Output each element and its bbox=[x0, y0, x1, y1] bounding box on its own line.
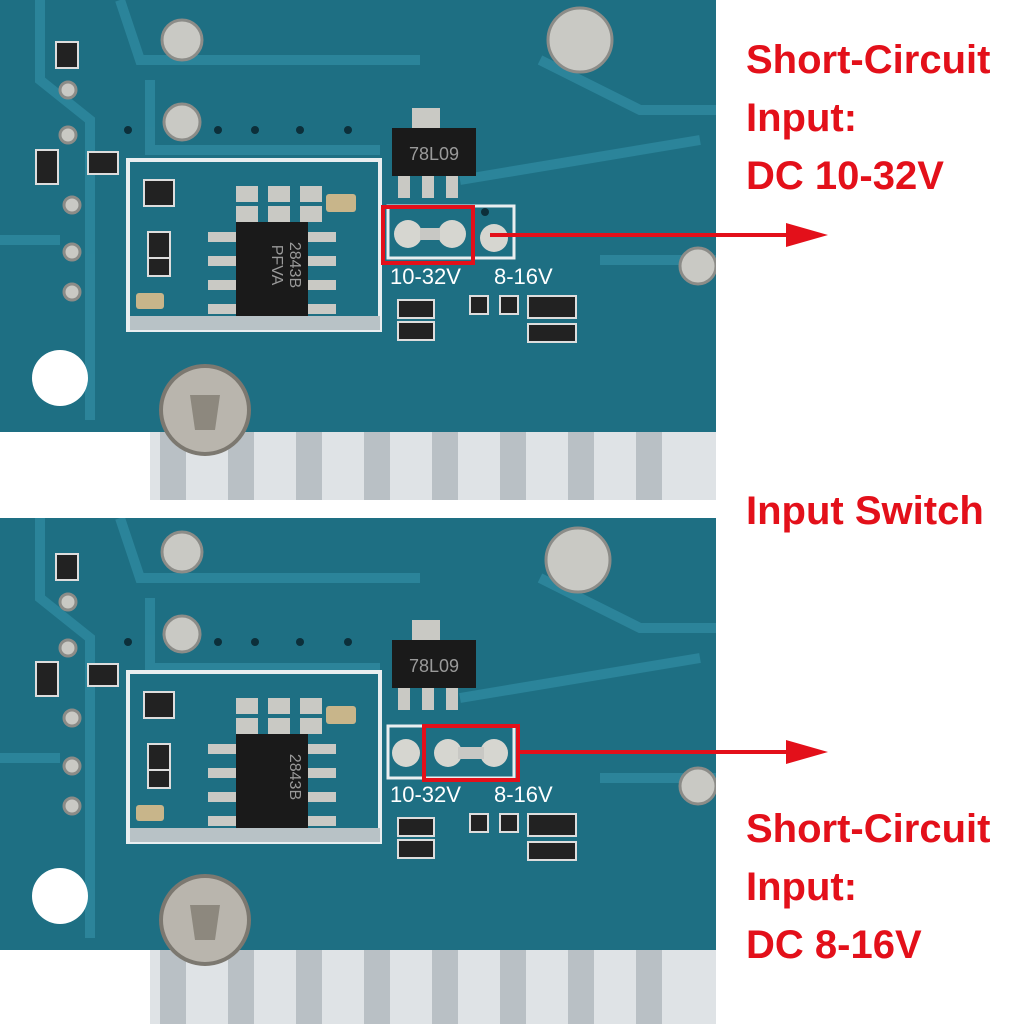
silk-label-8-16v-bottom: 8-16V bbox=[494, 782, 553, 807]
arrow-bottom-head bbox=[786, 740, 828, 764]
pcb-photo-top-image: 2843B PFVA 78L09 10-32V 8-16V bbox=[0, 0, 716, 500]
pcb-photo-bottom: 2843B 78L09 10-32V 8-16V bbox=[0, 518, 716, 1024]
ic-marking-bottom: 2843B bbox=[286, 754, 303, 800]
annotation-top: Short-Circuit Input: DC 10-32V bbox=[746, 31, 990, 205]
highlight-box-top bbox=[381, 205, 475, 265]
annotation-bottom-line2: Input: bbox=[746, 865, 858, 909]
arrow-top-head bbox=[786, 223, 828, 247]
silk-label-10-32v-bottom: 10-32V bbox=[390, 782, 461, 807]
pcb-photo-top: 2843B PFVA 78L09 10-32V 8-16V bbox=[0, 0, 716, 500]
annotation-top-line3: DC 10-32V bbox=[746, 154, 944, 198]
annotation-bottom-line3: DC 8-16V bbox=[746, 923, 922, 967]
regulator-marking-top: 78L09 bbox=[409, 144, 459, 164]
ic-marking-top: 2843B bbox=[286, 242, 303, 288]
annotation-input-switch: Input Switch bbox=[746, 489, 984, 533]
silk-label-10-32v-top: 10-32V bbox=[390, 264, 461, 289]
annotation-top-line1: Short-Circuit bbox=[746, 38, 991, 82]
silk-label-8-16v-top: 8-16V bbox=[494, 264, 553, 289]
ic-marking-top-2: PFVA bbox=[268, 245, 285, 286]
annotation-bottom-line1: Short-Circuit bbox=[746, 807, 991, 851]
annotation-bottom: Short-Circuit Input: DC 8-16V bbox=[746, 800, 990, 974]
pcb-photo-bottom-image: 2843B 78L09 10-32V 8-16V bbox=[0, 518, 716, 1024]
regulator-marking-bottom: 78L09 bbox=[409, 656, 459, 676]
annotation-top-line2: Input: bbox=[746, 96, 858, 140]
